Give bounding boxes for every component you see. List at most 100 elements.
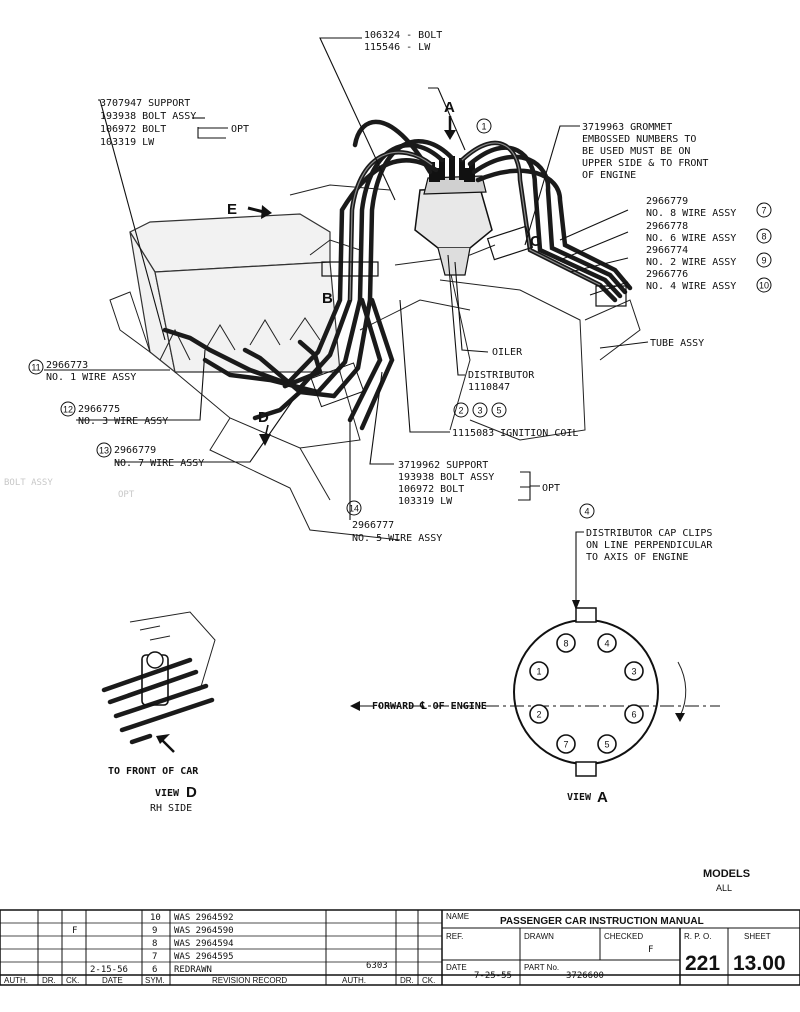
svg-text:11: 11 <box>31 363 40 373</box>
callout-support-3707947: 3707947 SUPPORT <box>100 98 190 109</box>
rev-header-auth2: AUTH. <box>342 976 366 985</box>
leader-lines <box>44 37 649 520</box>
svg-text:8: 8 <box>563 639 568 649</box>
callout-lw-103319: 103319 LW <box>100 137 155 148</box>
callout-bolt-106972-r: 106972 BOLT <box>398 484 464 495</box>
callout-wire8-part: 2966779 <box>646 196 688 207</box>
view-letter-a: A <box>444 99 455 116</box>
rev-auth-entry: 6303 <box>366 961 388 971</box>
callout-wire5-label: NO. 5 WIRE ASSY <box>352 533 442 544</box>
rev-row-8-sym: 8 <box>152 939 157 949</box>
svg-text:9: 9 <box>761 256 766 266</box>
models-value: ALL <box>716 883 732 893</box>
callout-wire2-part: 2966774 <box>646 245 688 256</box>
svg-text:7: 7 <box>761 206 766 216</box>
tb-name-label: NAME <box>446 912 469 921</box>
callout-cap-clips-line2: ON LINE PERPENDICULAR <box>586 540 713 551</box>
circled-11: 11 <box>28 359 44 375</box>
svg-text:13: 13 <box>99 446 109 456</box>
callout-wire7-label: NO. 7 WIRE ASSY <box>114 458 204 469</box>
callout-wire4-part: 2966776 <box>646 269 688 280</box>
rev-header-ck2: CK. <box>422 976 435 985</box>
tb-name-value: PASSENGER CAR INSTRUCTION MANUAL <box>500 916 704 927</box>
cap-terminal-4: 4 <box>597 633 617 653</box>
circled-4: 4 <box>579 503 595 519</box>
callout-opt-left: OPT <box>231 124 249 135</box>
callout-wire6-part: 2966778 <box>646 221 688 232</box>
svg-text:7: 7 <box>563 740 568 750</box>
ghost-opt: OPT <box>118 490 135 500</box>
tb-rpo-label: R. P. O. <box>684 932 711 941</box>
rev-row-7-sym: 7 <box>152 952 157 962</box>
callout-cap-clips-line1: DISTRIBUTOR CAP CLIPS <box>586 528 712 539</box>
svg-text:3: 3 <box>631 667 636 677</box>
cap-terminal-1: 1 <box>529 661 549 681</box>
callout-lw-115546: 115546 - LW <box>364 42 431 53</box>
rev-header-dr2: DR. <box>400 976 414 985</box>
rev-header-date: DATE <box>102 976 123 985</box>
view-d-detail: TO FRONT OF CAR VIEW D RH SIDE <box>101 611 216 814</box>
circled-2: 2 <box>453 402 469 418</box>
cap-terminal-6: 6 <box>624 704 644 724</box>
svg-text:4: 4 <box>604 639 609 649</box>
callout-support-3719962: 3719962 SUPPORT <box>398 460 488 471</box>
view-letter-b: B <box>322 290 333 307</box>
tb-checked-value: F <box>648 945 653 955</box>
rev-header-record: REVISION RECORD <box>212 976 287 985</box>
view-a-letter: A <box>597 789 608 806</box>
callout-bolt-assy-193938: 193938 BOLT ASSY <box>100 111 196 122</box>
callout-bolt-assy-193938-r: 193938 BOLT ASSY <box>398 472 494 483</box>
distributor <box>414 156 493 276</box>
view-a-cap-diagram: 4 DISTRIBUTOR CAP CLIPS ON LINE PERPENDI… <box>350 503 720 806</box>
rev-row-8-text: WAS 2964594 <box>174 939 234 949</box>
svg-text:3: 3 <box>477 406 482 416</box>
cap-terminal-8: 8 <box>556 633 576 653</box>
view-a-word: VIEW <box>567 792 592 803</box>
circled-10: 10 <box>756 277 772 293</box>
callout-wire7-part: 2966779 <box>114 445 156 456</box>
view-d-word: VIEW <box>155 788 180 799</box>
view-letter-c: C <box>530 233 541 250</box>
tb-sheet-label: SHEET <box>744 932 771 941</box>
callout-wire3-label: NO. 3 WIRE ASSY <box>78 416 168 427</box>
tb-sheet-value: 13.00 <box>733 952 786 975</box>
callout-tube-assy: TUBE ASSY <box>650 338 704 349</box>
circled-1: 1 <box>476 118 492 134</box>
callout-grommet-line5: OF ENGINE <box>582 170 636 181</box>
rev-header-auth: AUTH. <box>4 976 28 985</box>
rev-row-7-text: WAS 2964595 <box>174 952 234 962</box>
circled-8: 8 <box>756 228 772 244</box>
tb-part-label: PART No. <box>524 963 559 972</box>
svg-text:10: 10 <box>759 281 769 291</box>
models-label: MODELS <box>703 868 750 880</box>
svg-text:1: 1 <box>481 122 486 132</box>
title-block: NAME PASSENGER CAR INSTRUCTION MANUAL RE… <box>0 909 800 986</box>
callout-wire4-label: NO. 4 WIRE ASSY <box>646 281 736 292</box>
callout-wire1-part: 2966773 <box>46 360 88 371</box>
rev-date-entry: 2-15-56 <box>90 965 128 975</box>
tb-checked-label: CHECKED <box>604 932 643 941</box>
label-forward-cl-engine: FORWARD ℄ OF ENGINE <box>372 701 487 712</box>
view-markers: A B C D E <box>227 99 541 446</box>
rev-row-6-sym: 6 <box>152 965 157 975</box>
label-rh-side: RH SIDE <box>150 803 192 814</box>
callout-wire6-label: NO. 6 WIRE ASSY <box>646 233 736 244</box>
rev-header-dr: DR. <box>42 976 56 985</box>
label-to-front-of-car: TO FRONT OF CAR <box>108 766 199 777</box>
rev-header-sym: SYM. <box>145 976 165 985</box>
svg-text:2: 2 <box>458 406 463 416</box>
callout-bolt-106324: 106324 - BOLT <box>364 30 442 41</box>
svg-text:1: 1 <box>536 667 541 677</box>
callout-grommet-line2: EMBOSSED NUMBERS TO <box>582 134 696 145</box>
circled-13: 13 <box>96 442 112 458</box>
rev-row-9-sym: 9 <box>152 926 157 936</box>
callout-grommet-line4: UPPER SIDE & TO FRONT <box>582 158 708 169</box>
rev-dr-mark: F <box>72 926 77 936</box>
callout-grommet-3719963: 3719963 GROMMET <box>582 122 672 133</box>
rev-header-ck: CK. <box>66 976 79 985</box>
callout-bolt-106972: 106972 BOLT <box>100 124 166 135</box>
cap-terminal-2: 2 <box>529 704 549 724</box>
spark-plug-wires <box>162 119 633 431</box>
tb-rpo-value: 221 <box>685 952 720 975</box>
